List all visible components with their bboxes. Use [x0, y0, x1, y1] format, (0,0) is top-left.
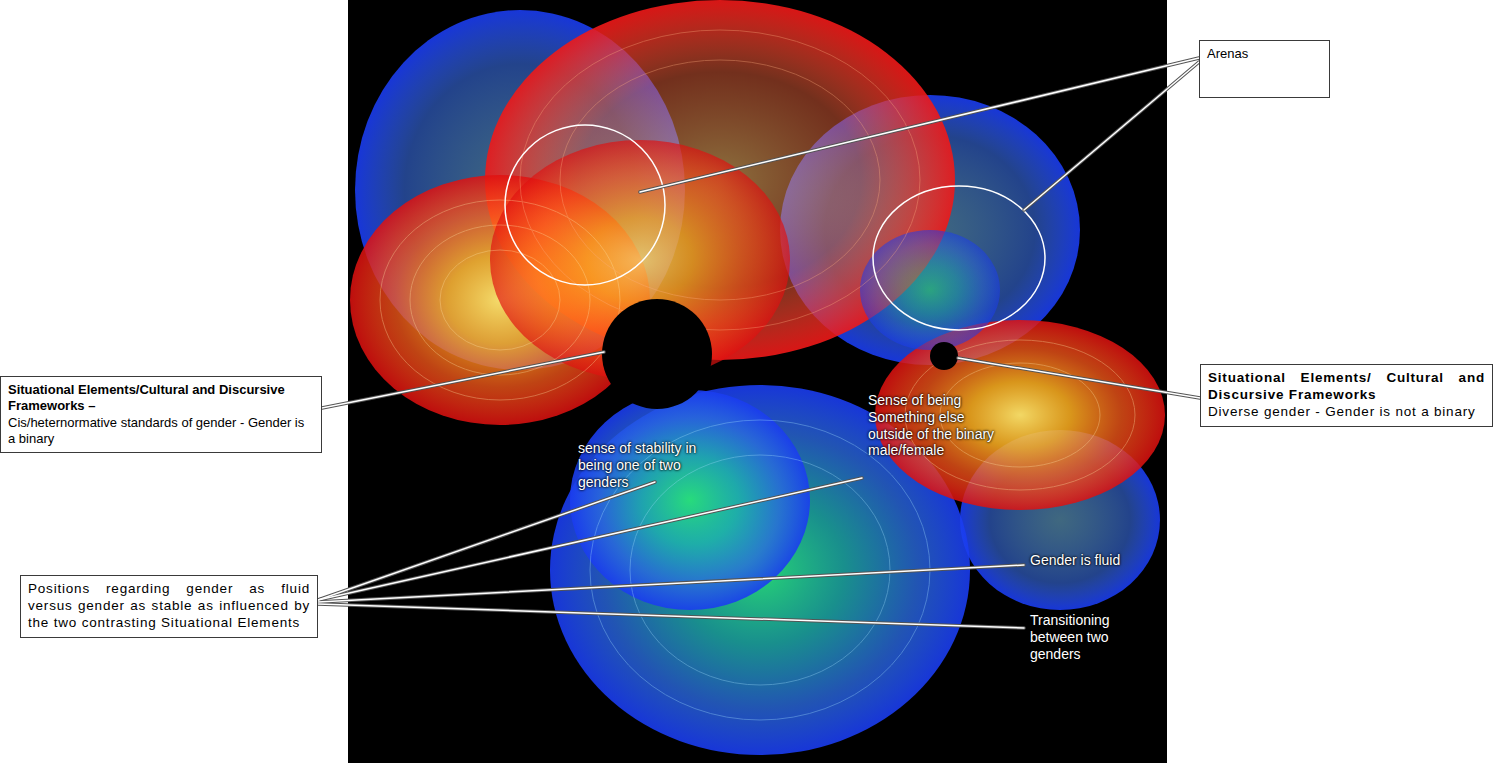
callout-box: Situational Elements/Cultural and Discur…: [0, 376, 322, 453]
position-label: Gender is fluid: [1030, 552, 1120, 569]
position-label: Transitioning between two genders: [1030, 612, 1130, 662]
callout-text: Diverse gender - Gender is not a binary: [1208, 404, 1485, 421]
callout-box: Positions regarding gender as fluid vers…: [20, 575, 318, 638]
callout-text: Arenas: [1207, 46, 1322, 62]
callout-heading: Situational Elements/Cultural and Discur…: [8, 382, 314, 415]
position-label: sense of stability in being one of two g…: [578, 440, 718, 490]
callout-box: Arenas: [1199, 40, 1330, 98]
position-label: Sense of being Something else outside of…: [868, 392, 1008, 459]
callout-box: Situational Elements/ Cultural and Discu…: [1200, 364, 1493, 427]
callout-text: Cis/heternormative standards of gender -…: [8, 415, 314, 448]
callout-heading: Situational Elements/ Cultural and Discu…: [1208, 370, 1485, 404]
callout-text: Positions regarding gender as fluid vers…: [28, 581, 310, 632]
